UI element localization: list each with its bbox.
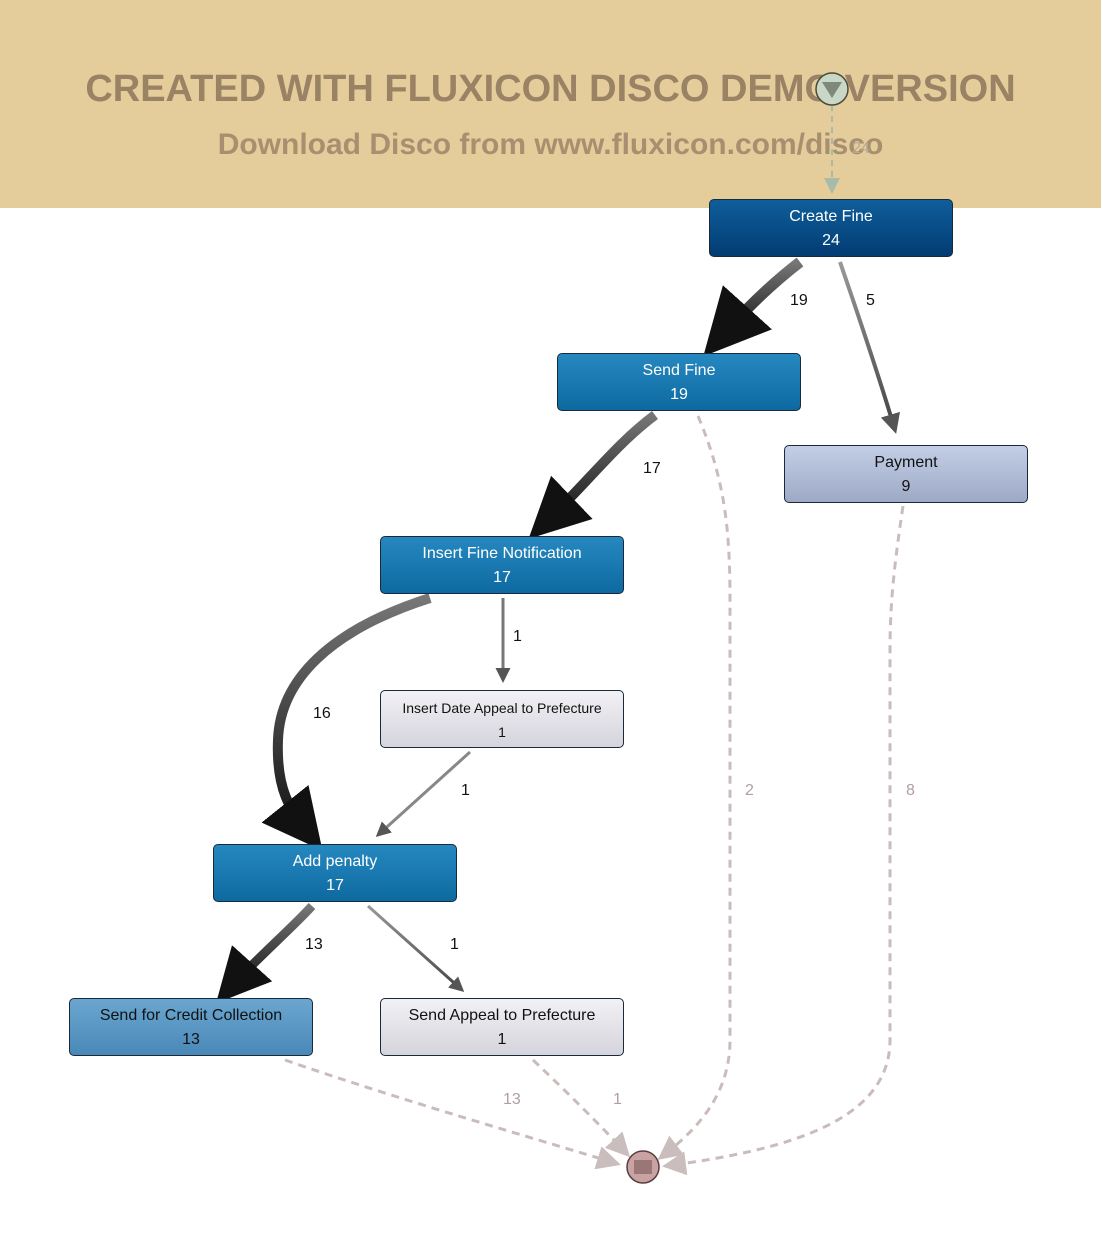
activity-count: 1 [498, 724, 506, 740]
activity-count: 9 [901, 478, 911, 495]
edge-label-payment-end: 8 [906, 782, 915, 799]
activity-label: Create Fine [789, 208, 873, 225]
edge-create-fine-send-fine [703, 257, 804, 357]
edge-label-send-end: 2 [745, 782, 754, 799]
activity-label: Insert Fine Notification [422, 545, 582, 562]
activity-count: 19 [670, 386, 688, 403]
edge-create-fine-payment [838, 261, 900, 434]
activity-label: Insert Date Appeal to Prefecture [402, 700, 602, 716]
end-node[interactable] [626, 1150, 660, 1184]
edge-label-create-send: 19 [790, 292, 808, 309]
activity-count: 1 [497, 1031, 507, 1048]
edge-add-penalty-credit-collection [215, 902, 316, 1004]
edge-notification-add-penalty [261, 593, 432, 851]
edge-add-penalty-appeal-prefecture [367, 904, 465, 992]
start-node[interactable] [815, 72, 849, 106]
edge-label-create-payment: 5 [866, 292, 875, 309]
activity-payment[interactable]: Payment 9 [784, 445, 1028, 503]
activity-send-appeal-to-prefecture[interactable]: Send Appeal to Prefecture 1 [380, 998, 624, 1056]
edge-send-fine-end [657, 415, 732, 1160]
edge-label-credit-end: 13 [503, 1091, 521, 1108]
edge-label-penalty-credit: 13 [305, 936, 323, 953]
end-square-icon [634, 1160, 652, 1174]
edge-appeal-prefecture-end [531, 1058, 631, 1158]
edge-label-send-notification: 17 [643, 460, 661, 477]
activity-insert-fine-notification[interactable]: Insert Fine Notification 17 [380, 536, 624, 594]
edge-label-notification-date: 1 [513, 628, 522, 645]
activity-count: 13 [182, 1031, 200, 1048]
edge-label-appeal-end: 1 [613, 1091, 622, 1108]
watermark-download-text: Download Disco from www.fluxicon.com/dis… [217, 128, 884, 161]
activity-send-fine[interactable]: Send Fine 19 [557, 353, 801, 411]
edge-credit-collection-end [284, 1058, 621, 1170]
demo-watermark-banner: CREATED WITH FLUXICON DISCO DEMO VERSION… [0, 0, 1101, 208]
watermark-title: CREATED WITH FLUXICON DISCO DEMO VERSION [85, 68, 1016, 110]
activity-send-for-credit-collection[interactable]: Send for Credit Collection 13 [69, 998, 313, 1056]
activity-add-penalty[interactable]: Add penalty 17 [213, 844, 457, 902]
edge-label-date-penalty: 1 [461, 782, 470, 799]
edge-payment-end [662, 505, 905, 1176]
activity-label: Add penalty [292, 853, 378, 870]
activity-label: Send Fine [642, 362, 716, 379]
activity-create-fine[interactable]: Create Fine 24 [709, 199, 953, 257]
edge-date-appeal-add-penalty [375, 750, 472, 838]
activity-label: Payment [874, 454, 938, 471]
activity-label: Send Appeal to Prefecture [408, 1007, 596, 1024]
activity-insert-date-appeal[interactable]: Insert Date Appeal to Prefecture 1 [380, 690, 624, 748]
start-triangle-icon [822, 82, 842, 98]
edge-label-penalty-appeal: 1 [450, 936, 459, 953]
edge-label-start: 24 [852, 140, 870, 157]
edge-label-notification-penalty: 16 [313, 705, 331, 722]
activity-count: 24 [822, 232, 840, 249]
activity-count: 17 [326, 877, 344, 894]
activity-count: 17 [493, 569, 511, 586]
activity-label: Send for Credit Collection [99, 1007, 283, 1024]
edge-send-fine-insert-fine-notification [528, 411, 659, 539]
